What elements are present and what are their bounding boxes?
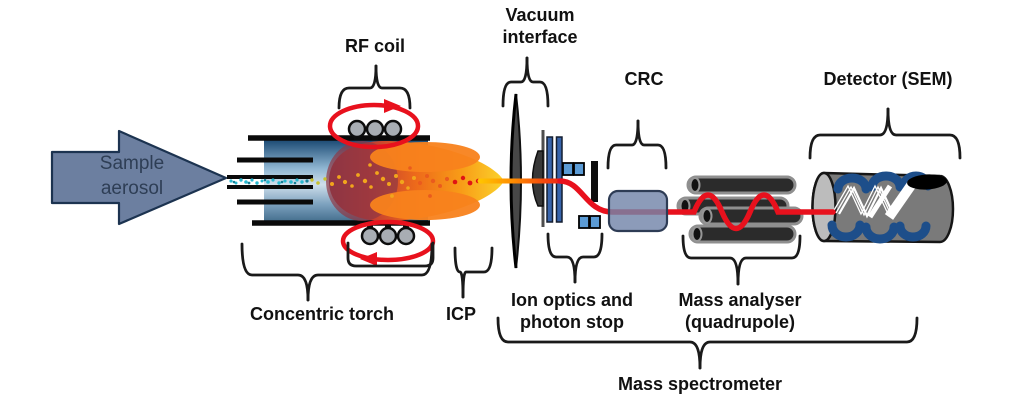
icp-brace xyxy=(453,246,494,299)
annotation-braces xyxy=(240,56,962,370)
sample-aerosol-label: Sample aerosol xyxy=(99,153,165,199)
sample-aerosol-arrow xyxy=(50,129,228,226)
detector-brace xyxy=(808,107,962,160)
current-arrow-left-icon xyxy=(360,252,377,266)
rf-coil-brace xyxy=(337,64,412,110)
detector-output-port xyxy=(907,174,947,190)
mass-analyser-label: Mass analyser (quadrupole) xyxy=(678,290,802,332)
concentric-torch-label: Concentric torch xyxy=(249,304,395,324)
photon-stop-bar xyxy=(591,161,598,202)
ion-beam-path xyxy=(477,178,836,232)
icp-label: ICP xyxy=(445,304,476,324)
coil-bottom-bracket xyxy=(346,241,435,268)
vacuum-interface-brace xyxy=(501,56,550,108)
rf-coil-label: RF coil xyxy=(344,36,405,56)
ion-optics-label: Ion optics and photon stop xyxy=(510,290,633,332)
detector-label: Detector (SEM) xyxy=(823,69,953,89)
plasma-flame xyxy=(326,140,504,222)
quadrupole-rods xyxy=(676,175,804,244)
detector-sem xyxy=(811,171,955,244)
ion-optics-brace xyxy=(546,232,604,284)
crc-cell xyxy=(607,189,669,233)
current-loop-top xyxy=(327,102,421,150)
vacuum-interface-label: Vacuum interface xyxy=(502,5,578,47)
mass-analyser-brace xyxy=(681,234,802,286)
rf-coil-top xyxy=(327,99,421,150)
ion-optics-plates xyxy=(562,162,601,229)
mass-spectrometer-brace xyxy=(496,316,919,370)
current-loop-bottom xyxy=(340,219,436,263)
crc-brace xyxy=(606,119,668,170)
mass-spectrometer-label: Mass spectrometer xyxy=(617,374,783,394)
crc-label: CRC xyxy=(624,69,664,89)
electron-cascade-zigzag xyxy=(832,181,917,220)
rf-coil-bottom xyxy=(340,219,436,266)
current-arrow-right-icon xyxy=(384,99,401,113)
ion-beam-dots xyxy=(229,163,481,198)
concentric-torch-brace xyxy=(240,242,434,302)
